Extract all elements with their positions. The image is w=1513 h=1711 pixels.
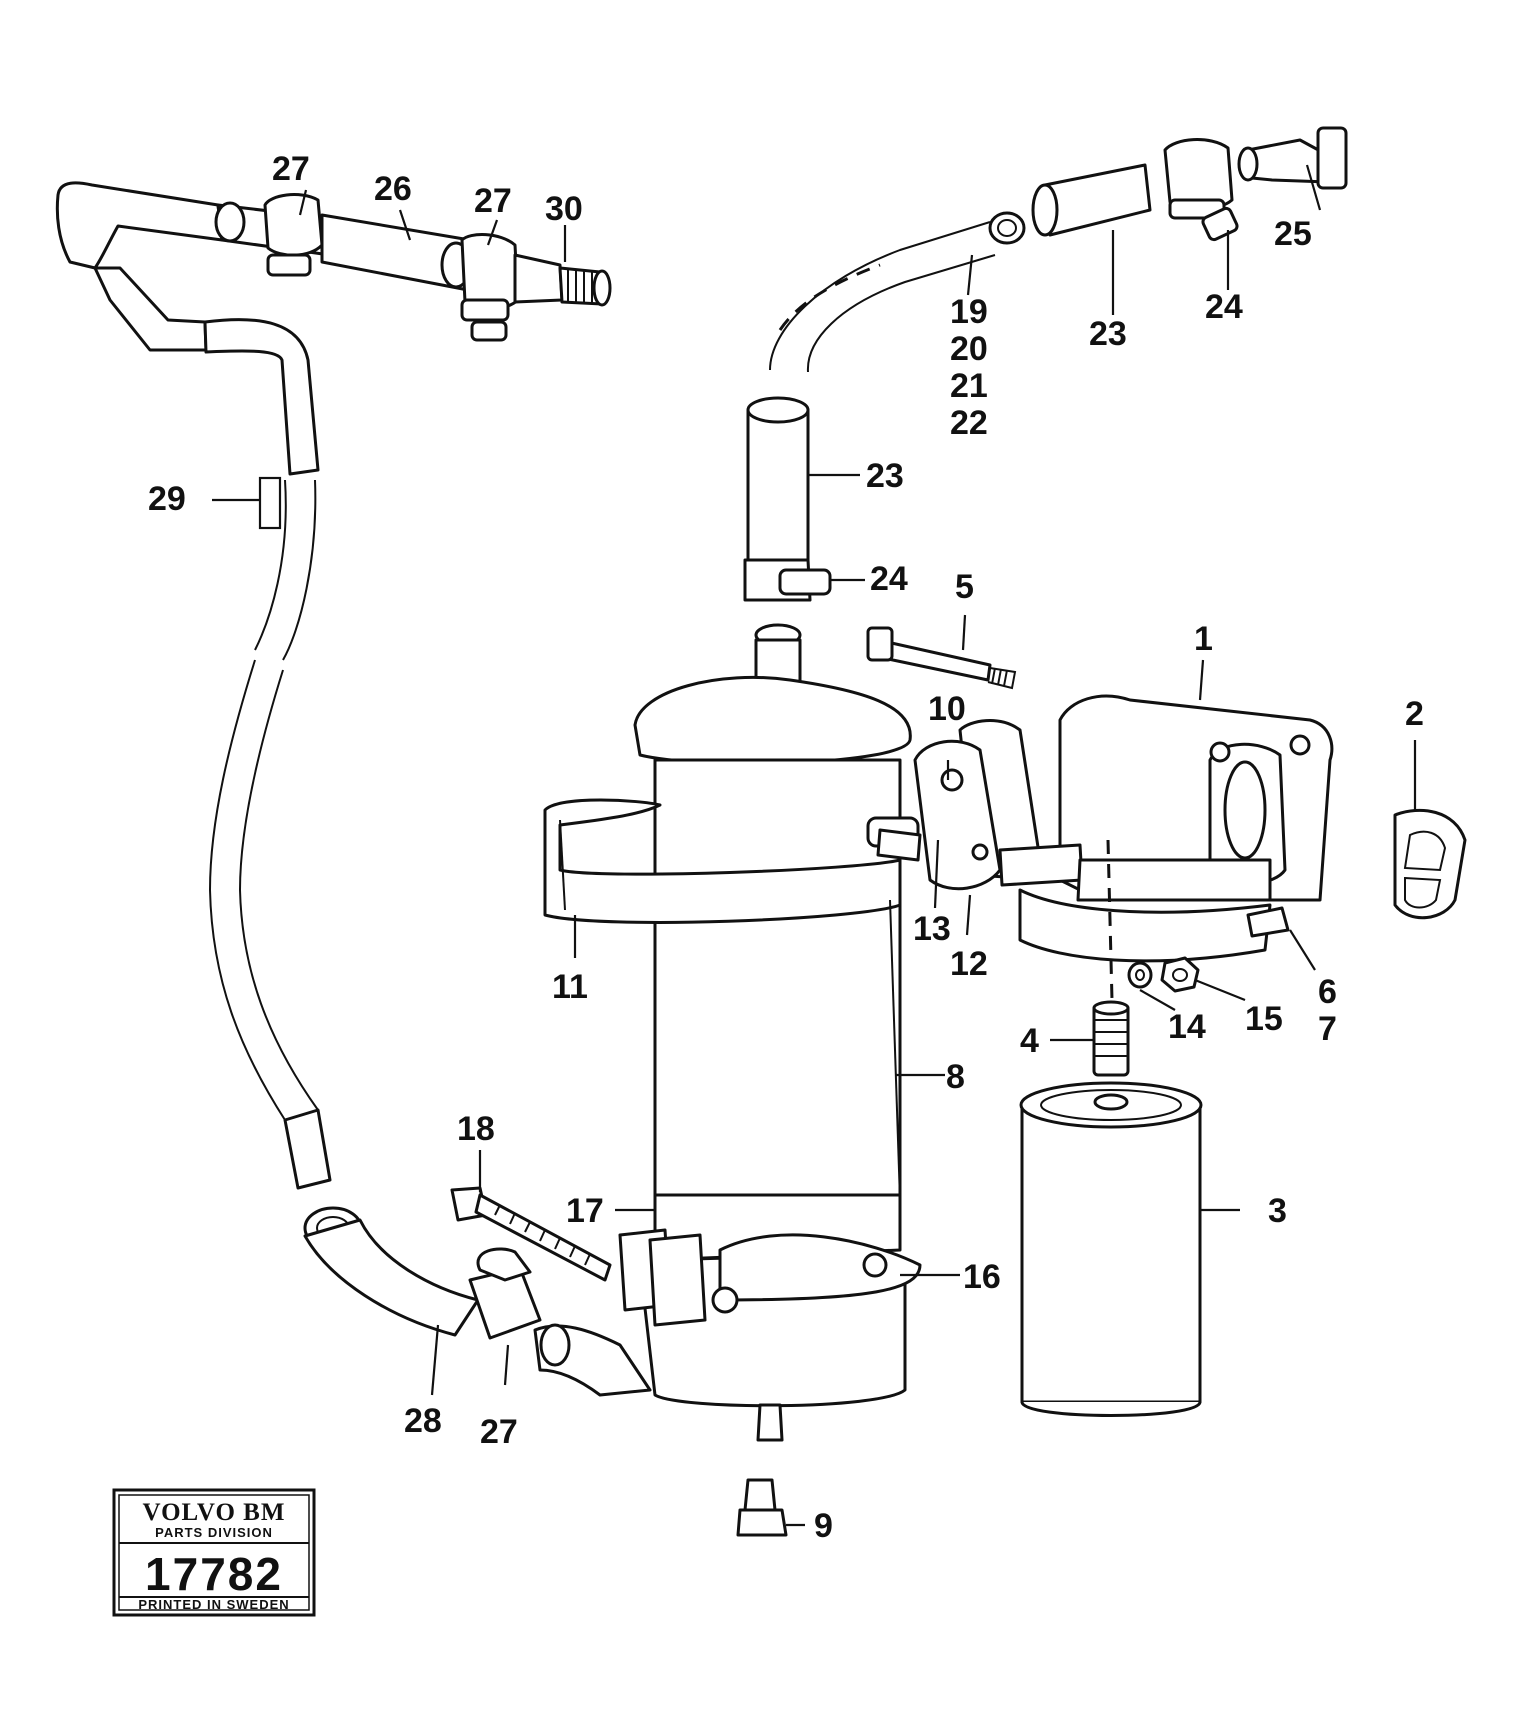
hose-19-assembly	[769, 126, 1348, 373]
callout-3: 3	[1268, 1192, 1287, 1230]
volvo-bm-stamp: VOLVO BM PARTS DIVISION 17782 PRINTED IN…	[112, 1488, 316, 1617]
nut-15	[1160, 956, 1200, 993]
callout-29: 29	[148, 480, 186, 518]
callout-8: 8	[946, 1058, 965, 1096]
callout-17: 17	[566, 1192, 604, 1230]
callout-26: 26	[374, 170, 412, 208]
callouts: 27 26 27 30 25 24 23 19 20 21 22 29 23 2…	[148, 150, 1424, 1545]
callout-24-top: 24	[1205, 288, 1243, 326]
hose-26-assembly	[214, 193, 612, 342]
callout-9: 9	[814, 1507, 833, 1545]
callout-5: 5	[955, 568, 974, 606]
filter-cartridge-3	[1019, 1081, 1203, 1417]
callout-4: 4	[1020, 1022, 1039, 1060]
callout-20: 20	[950, 330, 988, 368]
callout-23-middle: 23	[866, 457, 904, 495]
gasket-2	[1393, 808, 1467, 920]
callout-6: 6	[1318, 973, 1337, 1011]
callout-19: 19	[950, 293, 988, 331]
callout-15: 15	[1245, 1000, 1283, 1038]
callout-22: 22	[950, 404, 988, 442]
filter-canister	[543, 396, 922, 1442]
nipple-4	[1092, 1000, 1130, 1077]
bolt-18	[450, 1186, 612, 1282]
callout-30: 30	[545, 190, 583, 228]
callout-11: 11	[552, 968, 588, 1006]
filter-head-1	[866, 626, 1334, 1001]
callout-12: 12	[950, 945, 988, 983]
hose-28	[303, 1206, 652, 1397]
stamp-brand: VOLVO BM	[143, 1499, 286, 1526]
stamp-number: 17782	[145, 1548, 283, 1600]
callout-24-middle: 24	[870, 560, 908, 598]
hose-29	[55, 181, 332, 1190]
callout-28: 28	[404, 1402, 442, 1440]
drain-plug-9	[736, 1478, 788, 1537]
stamp-division: PARTS DIVISION	[155, 1525, 273, 1540]
callout-1: 1	[1194, 620, 1213, 658]
callout-10: 10	[928, 690, 966, 728]
callout-18: 18	[457, 1110, 495, 1148]
callout-13: 13	[913, 910, 951, 948]
callout-27-bottom: 27	[480, 1413, 518, 1451]
callout-21: 21	[950, 367, 988, 405]
washer-14	[1127, 961, 1153, 989]
callout-27-top-middle: 27	[474, 182, 512, 220]
callout-14: 14	[1168, 1008, 1206, 1046]
leader-lines	[212, 164, 1417, 1527]
callout-25: 25	[1274, 215, 1312, 253]
callout-2: 2	[1405, 695, 1424, 733]
stamp-printed: PRINTED IN SWEDEN	[138, 1597, 289, 1612]
callout-23-top: 23	[1089, 315, 1127, 353]
callout-7: 7	[1318, 1010, 1337, 1048]
callout-16: 16	[963, 1258, 1001, 1296]
callout-27-top-left: 27	[272, 150, 310, 188]
